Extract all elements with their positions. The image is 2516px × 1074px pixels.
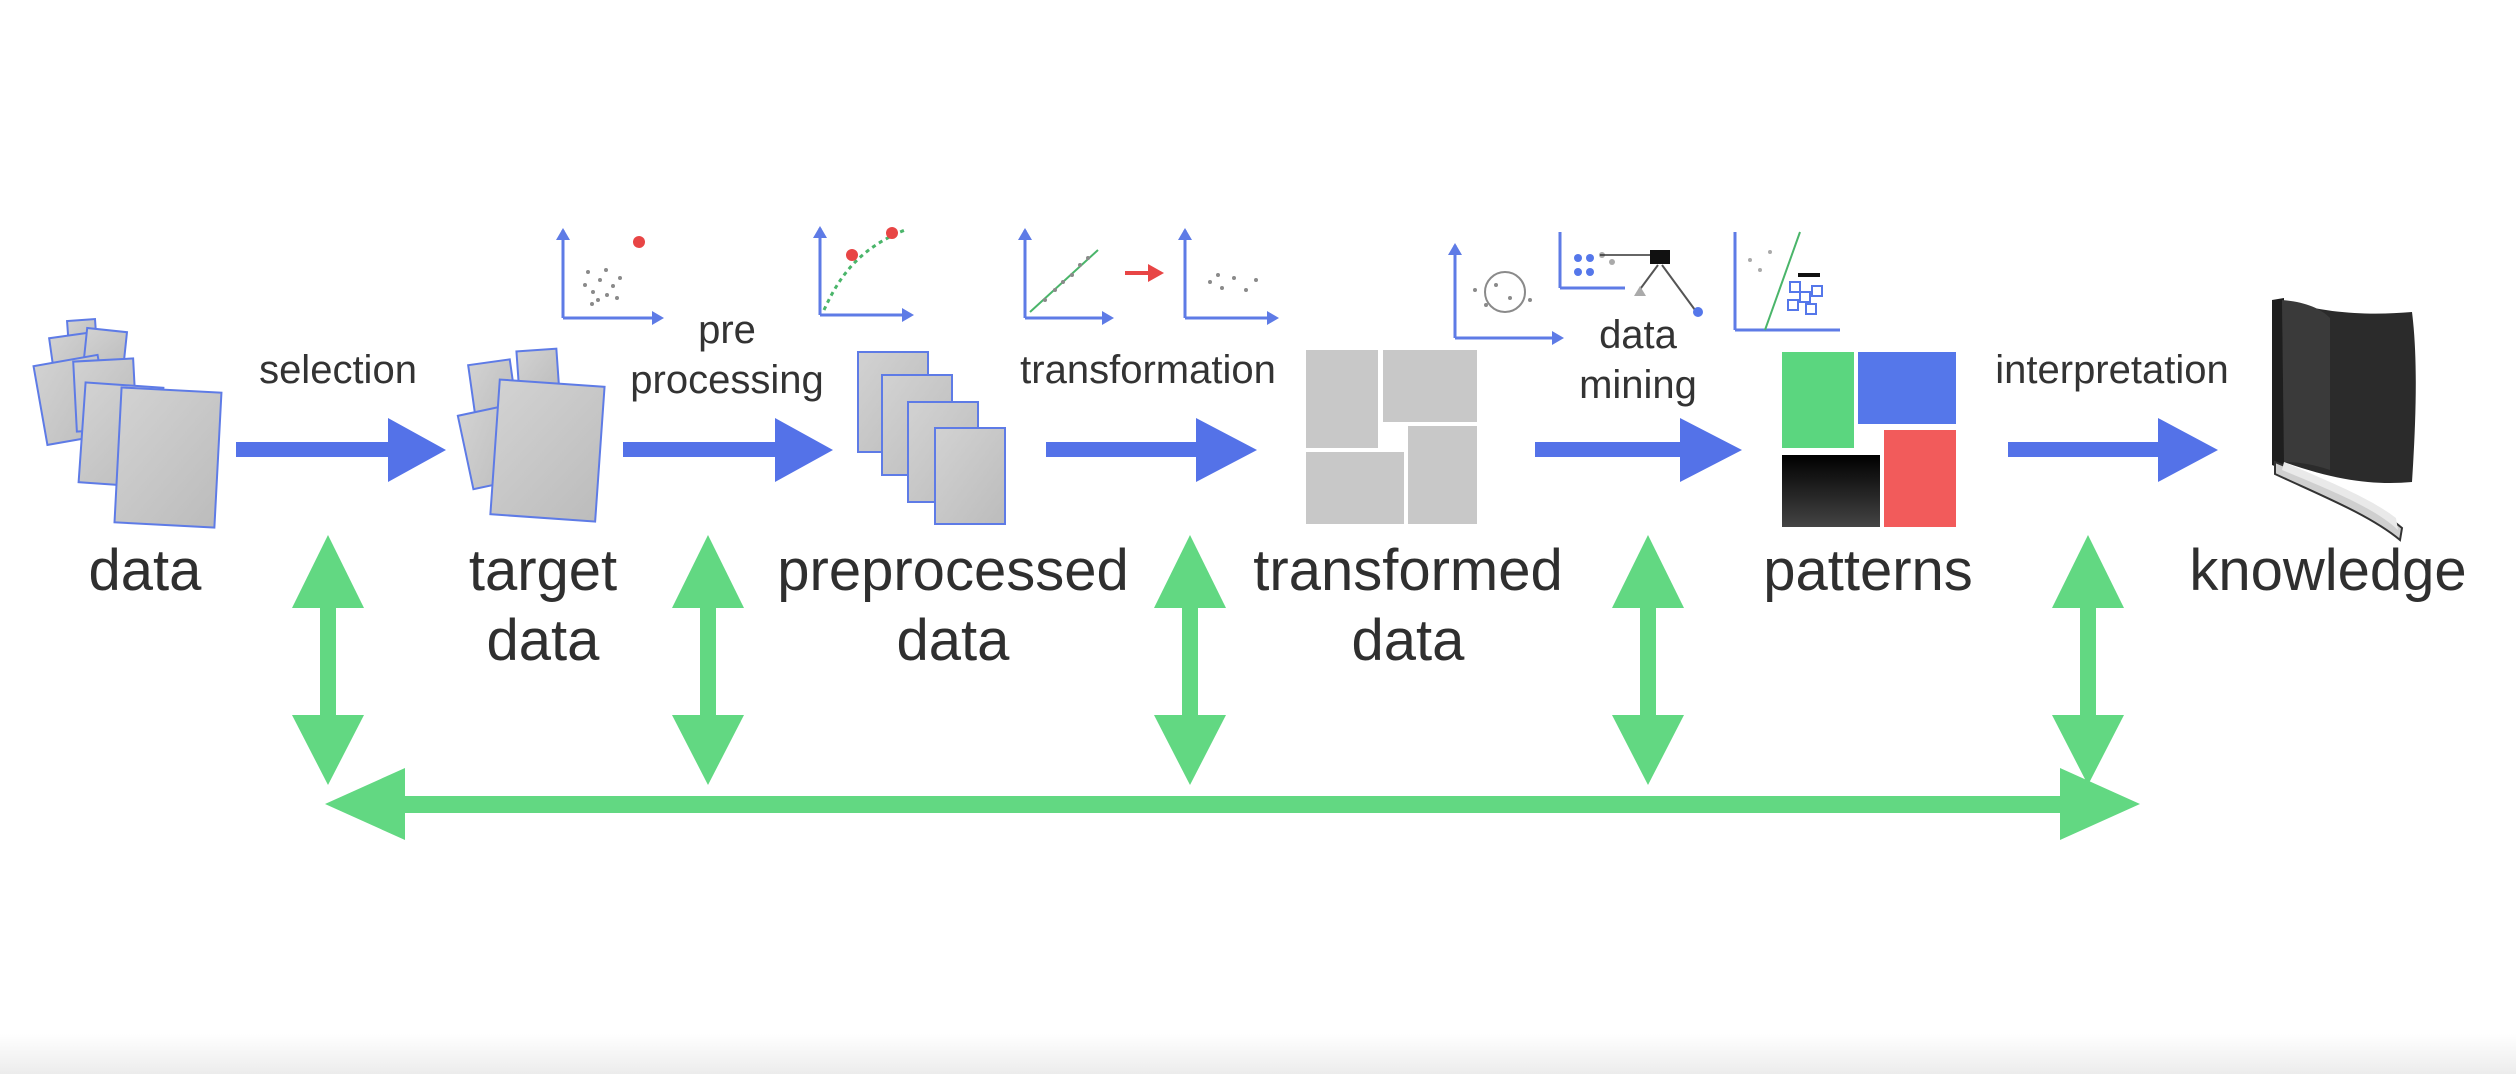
document-stack-icon bbox=[32, 317, 223, 529]
interpretation-arrow bbox=[2008, 418, 2218, 482]
stage-label-knowledge: knowledge bbox=[2189, 538, 2466, 603]
feedback-horizontal-arrow bbox=[325, 768, 2140, 840]
bottom-fade bbox=[0, 1034, 2516, 1074]
correlation-plot-icon bbox=[1018, 228, 1279, 325]
flow-arrows bbox=[236, 418, 2218, 482]
stage-label-preprocessed-line2: data bbox=[897, 608, 1011, 673]
document-pair-icon bbox=[456, 347, 606, 523]
outlier-plot-icon bbox=[556, 228, 664, 325]
feedback-vertical-arrow-2 bbox=[672, 535, 744, 785]
pattern-blocks-icon bbox=[1782, 352, 1956, 527]
stage-label-target-line1: target bbox=[469, 538, 617, 603]
feedback-arrows bbox=[292, 535, 2140, 840]
mining-plots-icon bbox=[1448, 231, 1840, 345]
transformation-arrow bbox=[1046, 418, 1257, 482]
book-icon bbox=[2272, 298, 2416, 542]
step-label-transformation: transformation bbox=[1020, 348, 1276, 392]
step-label-preprocessing-line1: pre bbox=[698, 308, 756, 352]
grid-tiles-icon bbox=[1306, 350, 1477, 524]
feedback-vertical-arrow-5 bbox=[2052, 535, 2124, 785]
stage-label-patterns: patterns bbox=[1763, 538, 1973, 603]
step-label-selection: selection bbox=[259, 348, 417, 392]
preprocessing-arrow bbox=[623, 418, 833, 482]
curve-fit-plot-icon bbox=[813, 226, 914, 322]
feedback-vertical-arrow-3 bbox=[1154, 535, 1226, 785]
selection-arrow bbox=[236, 418, 446, 482]
stage-label-preprocessed-line1: preprocessed bbox=[777, 538, 1128, 603]
feedback-vertical-arrow-1 bbox=[292, 535, 364, 785]
step-label-mining-line1: data bbox=[1599, 313, 1678, 357]
stage-label-data: data bbox=[89, 538, 203, 603]
stage-label-transformed-line2: data bbox=[1352, 608, 1466, 673]
step-label-preprocessing-line2: processing bbox=[630, 358, 823, 402]
document-cascade-icon bbox=[857, 351, 1006, 525]
data-mining-arrow bbox=[1535, 418, 1742, 482]
feedback-vertical-arrow-4 bbox=[1612, 535, 1684, 785]
step-label-interpretation: interpretation bbox=[1995, 348, 2228, 392]
stage-label-transformed-line1: transformed bbox=[1253, 538, 1562, 603]
stage-label-target-line2: data bbox=[487, 608, 601, 673]
step-label-mining-line2: mining bbox=[1579, 363, 1697, 407]
